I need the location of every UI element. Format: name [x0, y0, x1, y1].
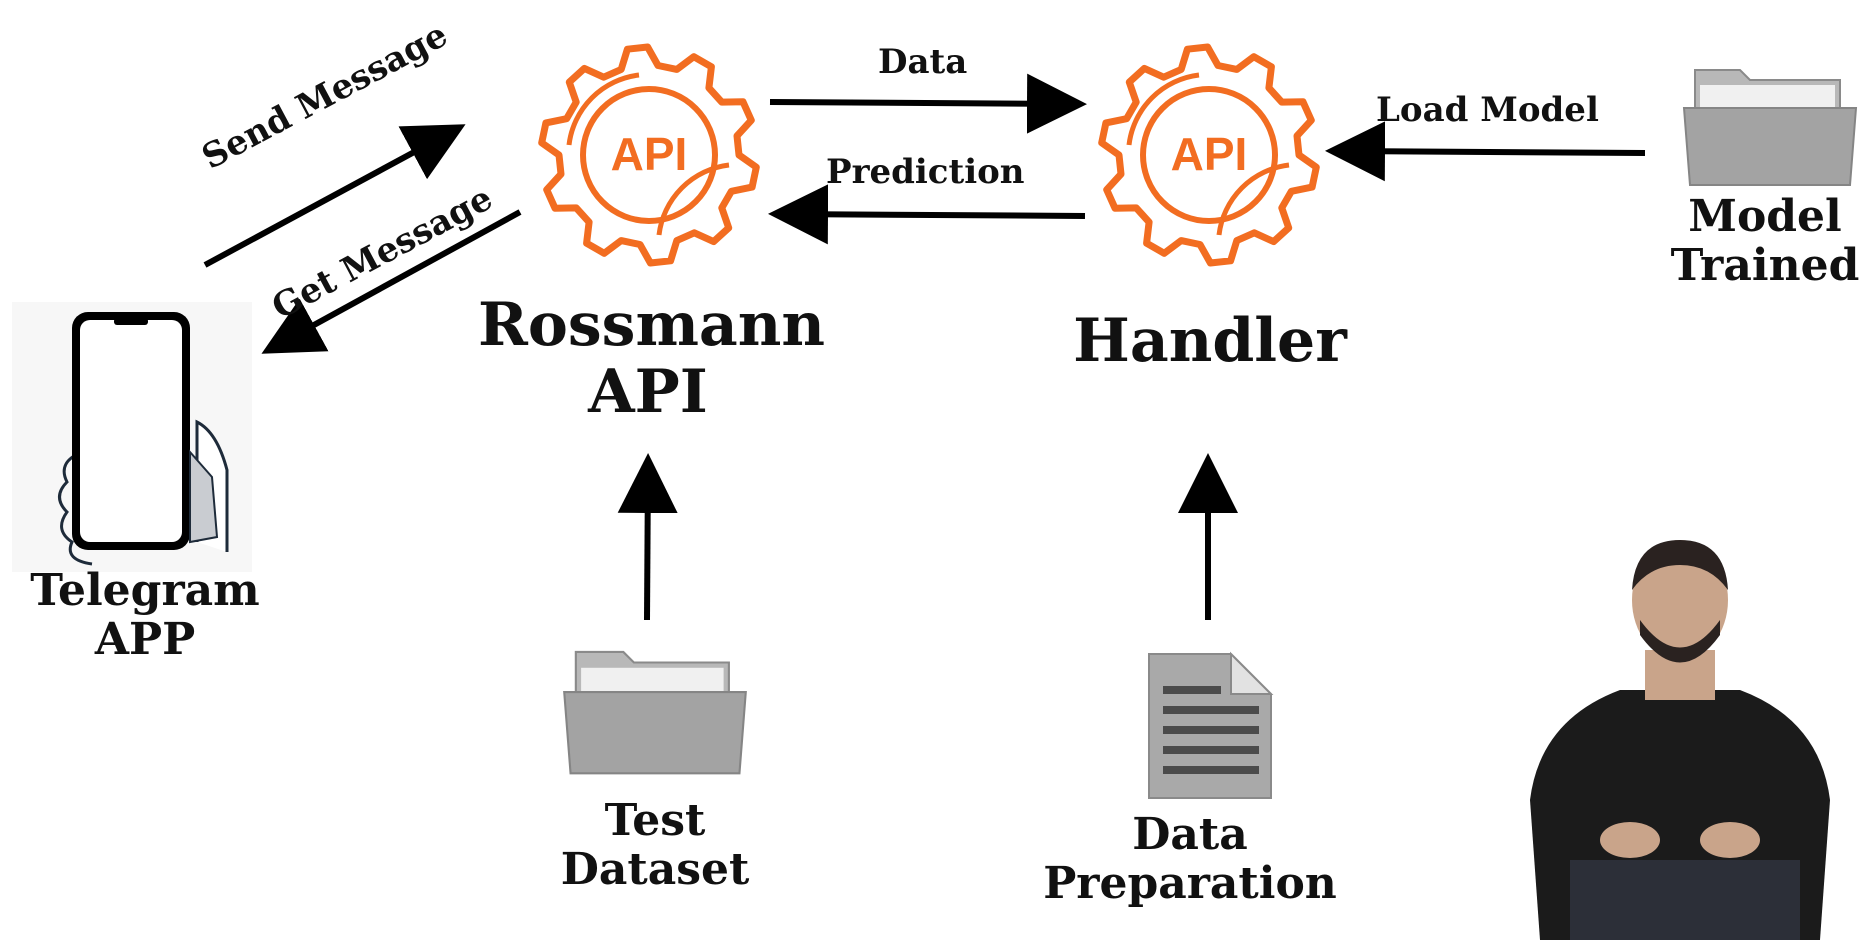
rossmann-line1: Rossmann: [478, 290, 826, 360]
presenter-video-overlay: [1530, 540, 1830, 940]
rossmann-line2: API: [588, 357, 708, 428]
smartphone-in-hand-icon: [12, 302, 252, 572]
arrow-data: [769, 73, 1087, 134]
arrow-get-message: [261, 209, 522, 354]
test-dataset-label: Test Dataset: [540, 796, 770, 895]
telegram-label: Telegram APP: [20, 566, 270, 665]
data-preparation-label: Data Preparation: [1040, 810, 1340, 909]
api-gear-icon: API: [538, 43, 760, 267]
arrow-send-message: [203, 124, 466, 268]
arrow-load-model: [1325, 121, 1646, 182]
test-dataset-line2: Dataset: [560, 844, 750, 896]
arrow-test-dataset-to-rossmann: [617, 453, 678, 621]
model-trained-label: Model Trained: [1660, 192, 1868, 291]
folder-icon: [563, 650, 747, 775]
telegram-line2: APP: [94, 614, 196, 666]
api-gear-icon: API: [1098, 43, 1320, 267]
rossmann-gear-text: API: [611, 128, 688, 180]
data-label: Data: [878, 42, 968, 82]
data-prep-line1: Data: [1132, 809, 1248, 860]
prediction-label: Prediction: [826, 152, 1025, 192]
folder-icon: [1682, 69, 1858, 186]
handler-label: Handler: [1073, 306, 1347, 376]
load-model-label: Load Model: [1376, 90, 1599, 130]
data-prep-line2: Preparation: [1043, 858, 1337, 910]
model-line2: Trained: [1670, 240, 1860, 292]
telegram-line1: Telegram: [30, 565, 260, 616]
arrow-prediction: [768, 184, 1086, 245]
gear-outline: [1098, 43, 1320, 267]
document-icon: [1148, 651, 1274, 799]
model-line1: Model: [1688, 191, 1842, 242]
test-dataset-line1: Test: [604, 795, 706, 846]
rossmann-api-label: Rossmann API: [478, 290, 826, 428]
handler-gear-text: API: [1171, 128, 1248, 180]
gear-outline: [538, 43, 760, 267]
